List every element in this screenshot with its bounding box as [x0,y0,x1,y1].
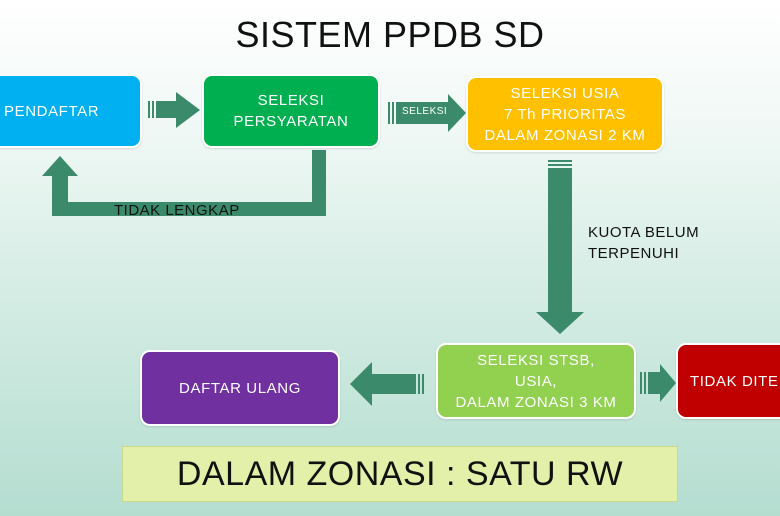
node-tidak-diterima-label: TIDAK DITE [690,372,779,390]
node-pendaftar: PENDAFTAR [0,74,142,148]
node-daftar-ulang-label: DAFTAR ULANG [179,379,301,397]
diagram-title: SISTEM PPDB SD [235,14,545,55]
node-seleksi-persyaratan-label: SELEKSI PERSYARATAN [233,92,349,130]
edge-label-seleksi: SELEKSI [402,106,448,117]
arrow-stsb-to-daftar-ulang [350,362,424,406]
node-seleksi-stsb-label: SELEKSI STSB, USIA, DALAM ZONASI 3 KM [455,351,617,411]
node-tidak-diterima: TIDAK DITE [676,343,780,419]
arrow-usia-to-stsb [536,160,584,334]
arrow-tidak-lengkap-feedback [42,150,326,216]
arrow-pendaftar-to-persyaratan [148,92,200,128]
node-seleksi-persyaratan: SELEKSI PERSYARATAN [202,74,380,148]
edge-label-tidak-lengkap: TIDAK LENGKAP [114,202,240,219]
node-seleksi-stsb: SELEKSI STSB, USIA, DALAM ZONASI 3 KM [436,343,636,419]
node-seleksi-usia-label: SELEKSI USIA 7 Th PRIORITAS DALAM ZONASI… [484,84,646,144]
node-daftar-ulang: DAFTAR ULANG [140,350,340,426]
zonasi-banner: DALAM ZONASI : SATU RW [122,446,678,502]
arrow-persyaratan-to-usia [388,94,466,132]
node-pendaftar-label: PENDAFTAR [4,102,100,120]
arrow-stsb-to-tidak-diterima [640,364,676,402]
node-seleksi-usia: SELEKSI USIA 7 Th PRIORITAS DALAM ZONASI… [466,76,664,152]
edge-label-kuota-belum-terpenuhi: KUOTA BELUM TERPENUHI [588,224,700,262]
